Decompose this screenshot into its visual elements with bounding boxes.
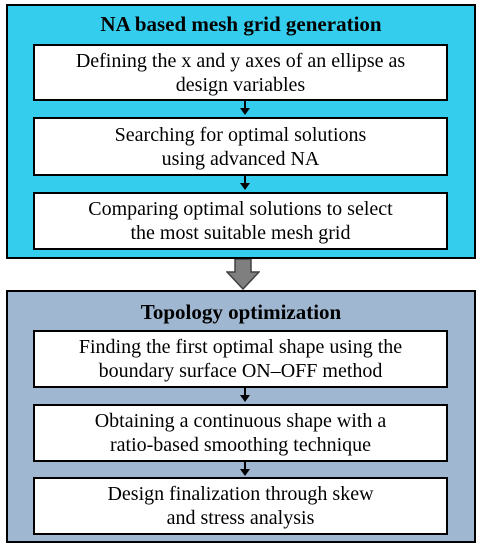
na-mesh-grid-panel: NA based mesh grid generation Defining t…	[6, 4, 476, 259]
na-mesh-grid-panel-title: NA based mesh grid generation	[100, 12, 382, 36]
step-continuous-shape-smoothing-label: Obtaining a continuous shape with a rati…	[94, 410, 387, 456]
step-continuous-shape-smoothing: Obtaining a continuous shape with a rati…	[33, 404, 448, 462]
topology-optimization-panel-title: Topology optimization	[140, 300, 342, 324]
step-search-optimal-solutions: Searching for optimal solutions using ad…	[33, 117, 448, 176]
topology-optimization-panel: Topology optimization Finding the first …	[6, 290, 476, 543]
arrow-down-icon	[240, 176, 250, 190]
arrow-down-icon	[240, 388, 250, 402]
step-design-finalization: Design finalization through skew and str…	[33, 477, 448, 535]
block-arrow-down-icon	[226, 259, 260, 290]
step-define-design-variables-label: Defining the x and y axes of an ellipse …	[75, 49, 406, 96]
step-design-finalization-label: Design finalization through skew and str…	[107, 483, 374, 529]
arrow-down-icon	[240, 101, 250, 115]
step-define-design-variables: Defining the x and y axes of an ellipse …	[33, 44, 448, 101]
step-first-optimal-shape: Finding the first optimal shape using th…	[33, 330, 448, 388]
step-compare-optimal-solutions-label: Comparing optimal solutions to select th…	[88, 198, 393, 244]
step-compare-optimal-solutions: Comparing optimal solutions to select th…	[33, 192, 448, 250]
arrow-down-icon	[240, 462, 250, 476]
step-search-optimal-solutions-label: Searching for optimal solutions using ad…	[114, 123, 367, 170]
step-first-optimal-shape-label: Finding the first optimal shape using th…	[78, 336, 403, 382]
